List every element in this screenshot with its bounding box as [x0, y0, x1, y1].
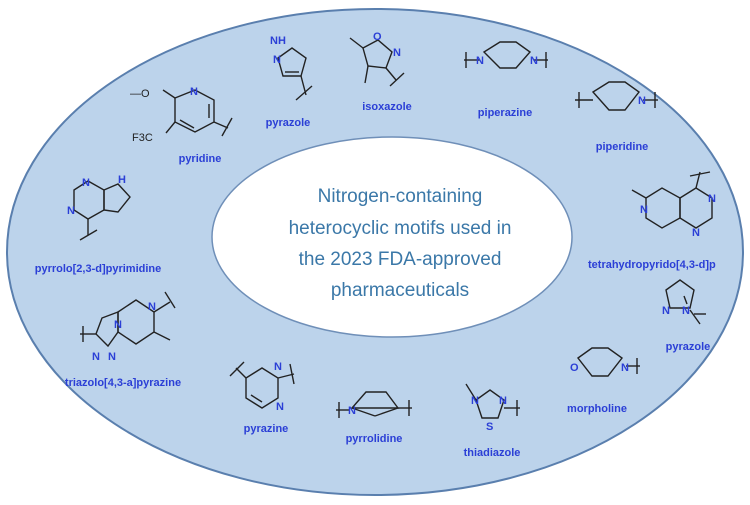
atom-n: N [476, 55, 484, 67]
atom-n: N [92, 351, 100, 363]
label-pyrrolidine: pyrrolidine [346, 433, 403, 445]
atom-n: N [621, 362, 629, 374]
center-line-1: Nitrogen-containing [318, 186, 483, 207]
label-piperidine: piperidine [596, 141, 649, 153]
atom-n: N [108, 351, 116, 363]
pyrazine-structure: N N pyrazine [229, 361, 295, 435]
atom-n: N [530, 55, 538, 67]
tetrahydropyrido-structure: N N N tetrahydropyrido[4,3-d]p [588, 171, 716, 271]
triazolopyrazine-structure: N N N N triazolo[4,3-a]pyrazine [65, 291, 181, 389]
atom-n: N [499, 395, 507, 407]
atom-h: H [118, 174, 126, 186]
atom-n: N [393, 47, 401, 59]
center-line-3: the 2023 FDA-approved [299, 249, 502, 270]
label-thiadiazole: thiadiazole [464, 447, 521, 459]
pyrazole-right-structure: N N pyrazole [662, 279, 711, 353]
thiadiazole-structure: N N S thiadiazole [464, 383, 521, 459]
atom-o: —O [130, 88, 150, 100]
atom-n: N [692, 227, 700, 239]
label-pyrazine: pyrazine [244, 423, 289, 435]
label-triazolopyrazine: triazolo[4,3-a]pyrazine [65, 377, 181, 389]
atom-n: N [82, 177, 90, 189]
atom-n: N [67, 205, 75, 217]
isoxazole-structure: O N isoxazole [349, 31, 412, 113]
pyrrolopyrimidine-structure: N N H pyrrolo[2,3-d]pyrimidine [35, 174, 162, 275]
piperidine-structure: N piperidine [575, 81, 658, 153]
center-line-4: pharmaceuticals [331, 280, 469, 301]
inner-ellipse [211, 136, 573, 338]
center-title: Nitrogen-containing heterocyclic motifs … [289, 186, 512, 301]
atom-o: O [570, 362, 579, 374]
piperazine-structure: N N piperazine [464, 41, 548, 119]
label-isoxazole: isoxazole [362, 101, 412, 113]
atom-f3c: F3C [132, 132, 153, 144]
label-pyridine: pyridine [179, 153, 222, 165]
atom-nh: NH [270, 35, 286, 47]
atom-n: N [682, 305, 690, 317]
morpholine-structure: O N morpholine [567, 347, 640, 415]
label-piperazine: piperazine [478, 107, 532, 119]
atom-n: N [640, 204, 648, 216]
atom-n: N [348, 405, 356, 417]
atom-s: S [486, 421, 493, 433]
atom-n: N [114, 319, 122, 331]
pyridine-structure: —O F3C N pyridine [130, 86, 233, 165]
atom-n: N [274, 361, 282, 373]
atom-n: N [662, 305, 670, 317]
atom-n: N [708, 193, 716, 205]
atom-n: N [471, 395, 479, 407]
atom-n: N [190, 86, 198, 98]
atom-n: N [638, 95, 646, 107]
pyrazole-top-structure: NH N pyrazole [266, 35, 313, 129]
label-pyrazole-right: pyrazole [666, 341, 711, 353]
label-morpholine: morpholine [567, 403, 627, 415]
center-line-2: heterocyclic motifs used in [289, 218, 512, 239]
atom-o: O [373, 31, 382, 43]
label-tetrahydropyrido: tetrahydropyrido[4,3-d]p [588, 259, 716, 271]
label-pyrazole-top: pyrazole [266, 117, 311, 129]
pyrrolidine-structure: N pyrrolidine [336, 391, 412, 445]
atom-n: N [273, 54, 281, 66]
label-pyrrolopyrimidine: pyrrolo[2,3-d]pyrimidine [35, 263, 162, 275]
atom-n: N [148, 301, 156, 313]
atom-n: N [276, 401, 284, 413]
